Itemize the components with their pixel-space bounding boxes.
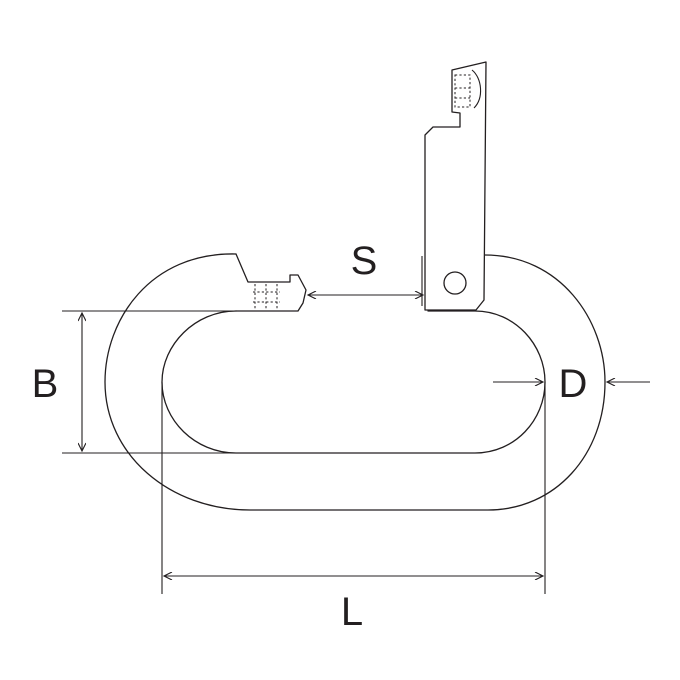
gate-arm bbox=[424, 61, 487, 311]
link-inner-contour bbox=[161, 310, 546, 454]
gate-hinge-pin bbox=[443, 271, 467, 295]
gate-tip-curve bbox=[471, 69, 482, 109]
link-outer-contour bbox=[104, 253, 606, 511]
latch-end bbox=[235, 253, 307, 312]
gate-tip-texture bbox=[454, 74, 471, 108]
label-d: D bbox=[559, 362, 588, 406]
label-s: S bbox=[351, 239, 378, 283]
latch-end-texture bbox=[253, 284, 280, 310]
label-l: L bbox=[341, 590, 363, 634]
label-b: B bbox=[32, 362, 59, 406]
